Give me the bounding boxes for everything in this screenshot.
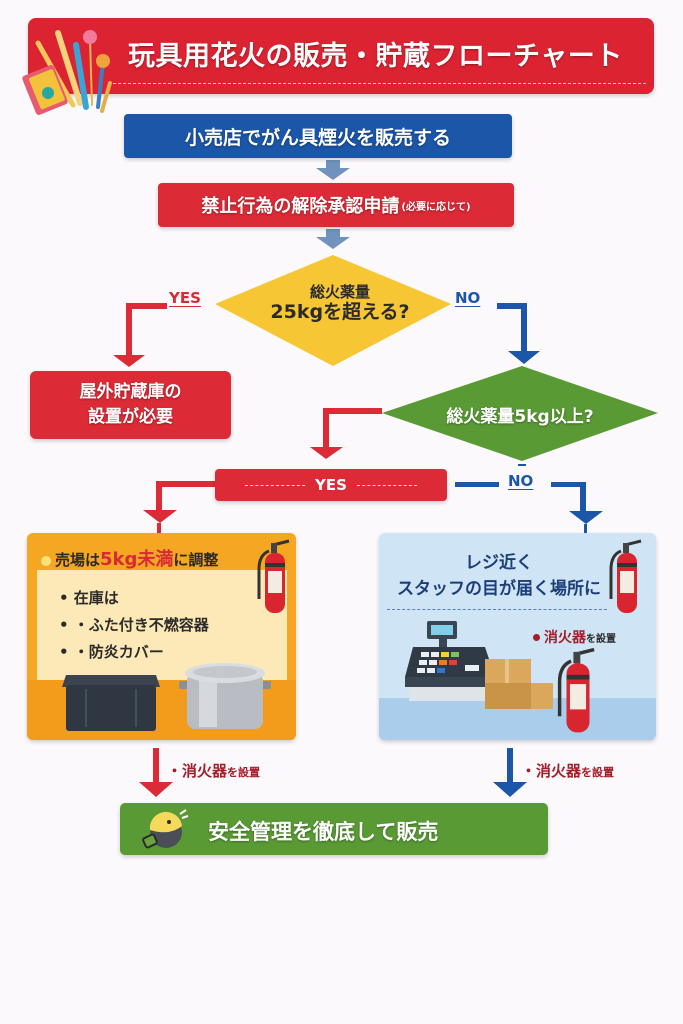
yes2-connector [310,408,382,459]
install-note-right: ・消火器を設置 [521,760,614,781]
page-title: 玩具用花火の販売・貯蔵フローチャート [128,41,623,72]
no1-connector [497,303,540,364]
final-safe-sale-box: 安全管理を徹底して販売 [120,803,548,855]
cash-register-icon [405,621,495,701]
install-note-left: ・消火器を設置 [167,760,260,781]
right-extinguisher-big: 消火器 [544,630,586,646]
outdoor-storage-box: 屋外貯蔵庫の 設置が必要 [30,371,231,439]
decision1-no-label: NO [455,289,481,307]
left-panel-list: • 在庫は • ・ふた付き不燃容器 • ・防炎カバー [59,585,209,666]
outdoor-storage-line1: 屋外貯蔵庫の [79,382,182,403]
left-heading-pre: 売場は [55,551,101,569]
yes-bar-to-left-panel [143,481,215,533]
step-start-sale: 小売店でがん具煙火を販売する [124,114,512,158]
arrow-left-to-final [139,748,173,797]
step-permit-application: 禁止行為の解除承認申請 (必要に応じて) [158,183,514,227]
install-note-left-big: ・消火器 [167,762,228,780]
cardboard-box-icon [485,659,553,709]
step-permit-note: (必要に応じて) [401,201,471,213]
fireworks-icon [22,30,112,115]
install-note-right-big: ・消火器 [521,762,582,780]
outdoor-storage-line2: 設置が必要 [88,407,173,427]
fire-extinguisher-icon [557,647,595,733]
left-heading-post: に調整 [173,551,219,569]
right-panel-heading: レジ近く スタッフの目が届く場所に [379,551,619,602]
decision1-line2: 25kgを超える? [270,301,410,323]
bullet-dot-icon [533,634,540,641]
list-item: • 在庫は [59,589,119,607]
decision1-line1: 総火薬量 [309,283,370,301]
yes1-connector [113,303,167,367]
metal-container-icon [179,663,271,729]
small-quantity-panel: 売場は5kg未満に調整 • 在庫は • ・ふた付き不燃容器 • ・防炎カバー [27,533,296,740]
decision2-no-label: NO [508,472,534,490]
right-heading-line2: スタッフの目が届く場所に [397,578,601,599]
decision1-text: 総火薬量 25kgを超える? [230,283,450,324]
arrow-step2-to-decision1 [316,229,350,249]
fire-extinguisher-icon [257,539,290,613]
decision2-yes-label: YES [315,476,347,494]
final-step-label: 安全管理を徹底して販売 [208,820,439,844]
right-heading-line1: レジ近く [465,553,533,573]
decision2-text: 総火薬量5kg以上? [446,406,594,427]
right-extinguisher-small: を設置 [586,634,616,645]
header-banner: 玩具用花火の販売・貯蔵フローチャート [28,18,654,94]
decision2-yes-bar: YES [215,469,447,501]
fire-extinguisher-icon [609,539,642,613]
no2-tick [518,464,526,466]
bullet-dot-icon [41,555,51,566]
arrow-step1-to-step2 [316,160,350,180]
step-permit-label: 禁止行為の解除承認申請 [201,196,400,217]
storage-box-icon [62,675,160,731]
decision1-diamond [215,255,451,366]
safety-helmet-icon [142,809,189,849]
list-item: • ・防炎カバー [59,643,164,661]
arrow-right-to-final [493,748,527,797]
yes-bar-dash-left [245,484,306,486]
right-extinguisher-note: 消火器を設置 [533,627,616,647]
yes-bar-dash-right [356,484,417,486]
no2-connector [455,482,603,533]
right-panel-divider [387,609,607,610]
left-heading-highlight: 5kg未満 [100,549,174,570]
decision2-diamond [382,366,658,461]
list-item: • ・ふた付き不燃容器 [59,616,209,634]
install-note-left-small: を設置 [227,766,261,779]
header-divider [113,83,646,84]
step-start-sale-label: 小売店でがん具煙火を販売する [184,126,451,149]
register-area-panel: レジ近く スタッフの目が届く場所に 消火器を設置 [379,533,656,740]
decision1-yes-label: YES [169,289,201,307]
install-note-right-small: を設置 [581,766,615,779]
left-panel-heading: 売場は5kg未満に調整 [41,545,218,571]
